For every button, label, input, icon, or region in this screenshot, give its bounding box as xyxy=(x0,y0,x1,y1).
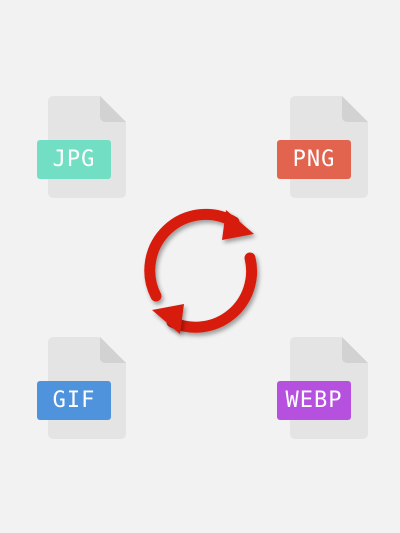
png-format-badge: PNG xyxy=(277,140,351,179)
png-file-icon: PNG xyxy=(277,96,368,198)
convert-cycle-icon xyxy=(144,208,258,334)
webp-file-icon: WEBP xyxy=(277,337,368,439)
gif-file-icon: GIF xyxy=(37,337,126,439)
gif-format-badge: GIF xyxy=(37,381,111,420)
webp-format-badge: WEBP xyxy=(277,381,351,420)
jpg-format-badge: JPG xyxy=(37,140,111,179)
jpg-file-icon: JPG xyxy=(37,96,126,198)
